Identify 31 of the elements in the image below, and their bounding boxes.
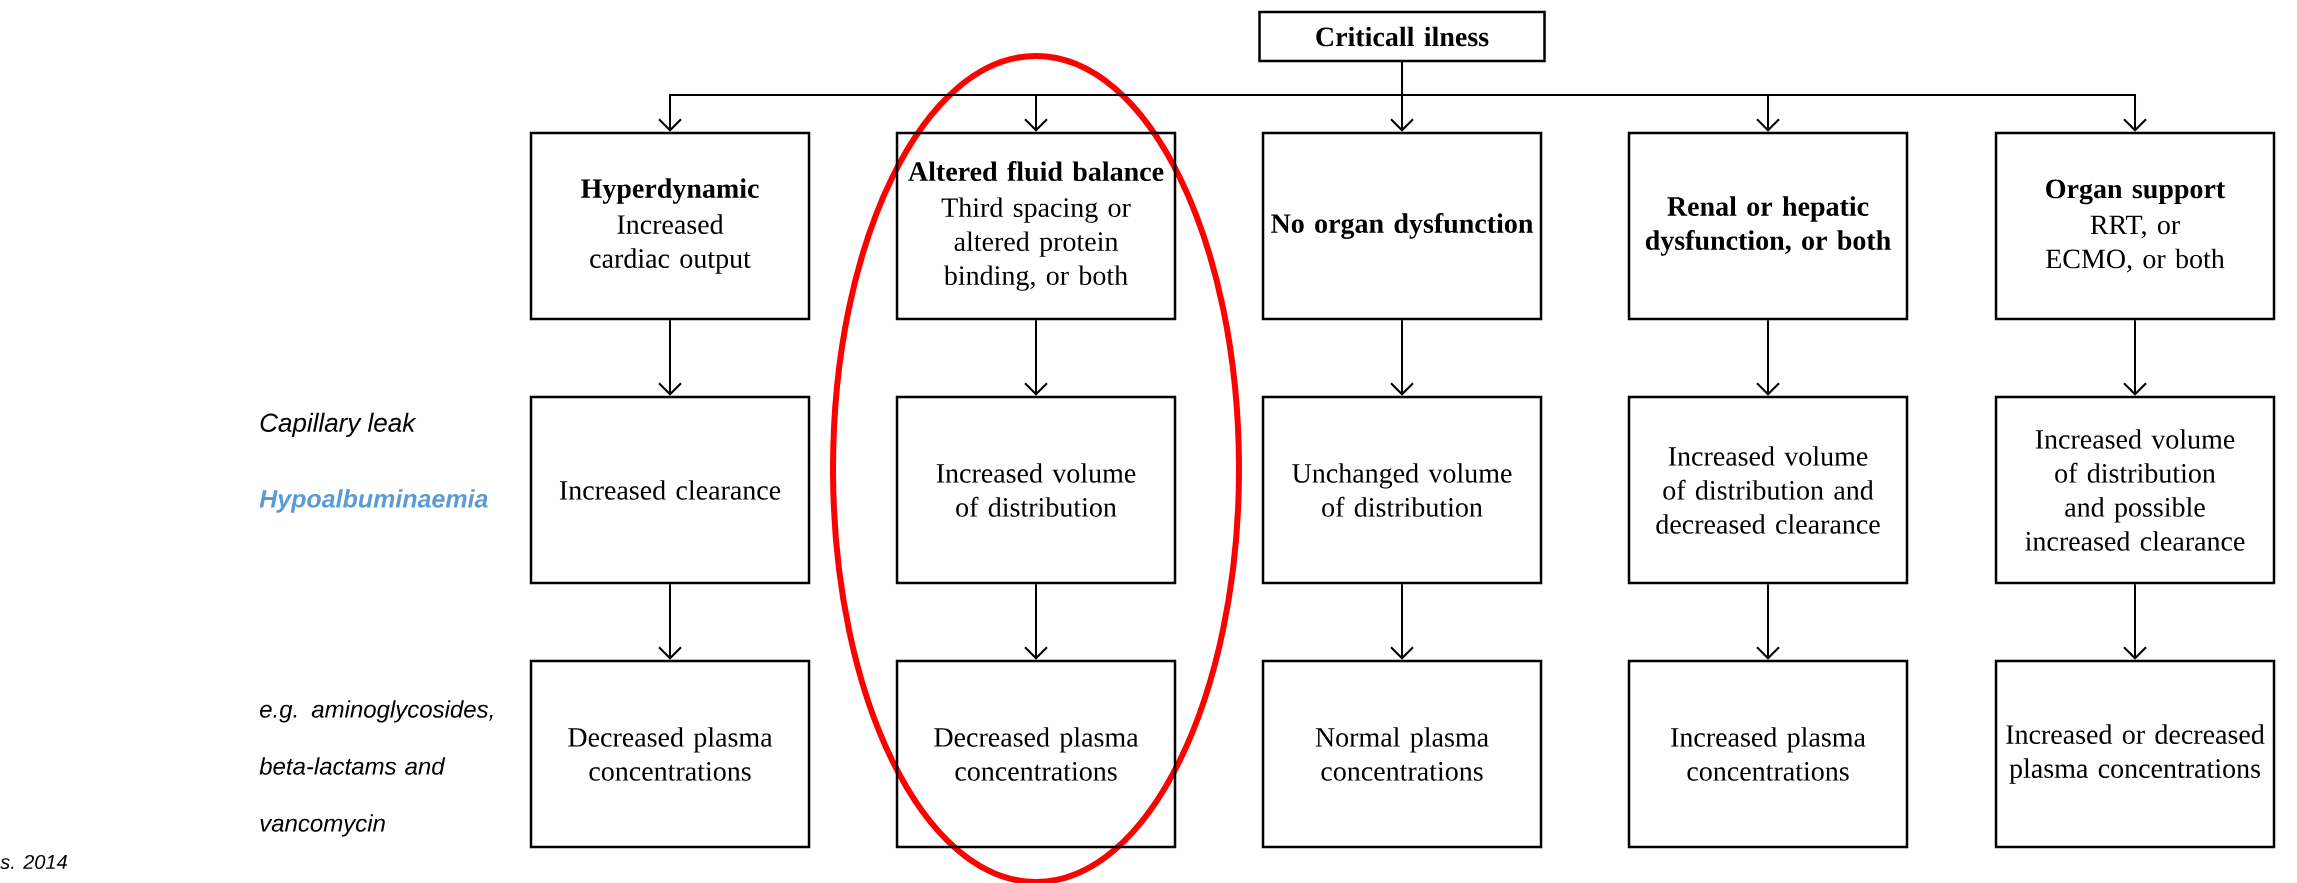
process-box: No organ dysfunction [1261, 131, 1543, 321]
process-box: Increased or decreased plasma concentrations [1994, 659, 2276, 849]
process-box: Decreased plasma concentrations [895, 659, 1177, 849]
arrow [2123, 319, 2147, 396]
arrow [1756, 583, 1780, 660]
process-box: Increased plasma concentrations [1627, 659, 1909, 849]
process-box: Unchanged volume of distribution [1261, 395, 1543, 585]
process-box: Hyperdynamic Increased cardiac output [529, 131, 811, 321]
side-note: Hypoalbuminaemia [259, 489, 488, 513]
citation: s. 2014 [0, 854, 67, 870]
process-box: Altered fluid balance Third spacing or altered protein binding, or both [895, 131, 1177, 321]
side-note: e.g. aminoglycosides, beta-lactams and vancomycin [259, 700, 493, 837]
arrow [1756, 319, 1780, 396]
process-box: Increased volume of distribution [895, 395, 1177, 585]
side-note: Capillary leak [260, 412, 417, 438]
process-box: Organ support RRT, or ECMO, or both [1994, 131, 2276, 321]
arrow [1390, 319, 1414, 396]
process-box: Increased clearance [529, 395, 811, 585]
process-box: Normal plasma concentrations [1261, 659, 1543, 849]
arrow [658, 583, 682, 660]
title-box: Criticall ilness [1258, 10, 1546, 63]
arrow [1024, 583, 1048, 660]
arrow [2123, 583, 2147, 660]
arrow [658, 319, 682, 396]
arrow [1390, 583, 1414, 660]
arrow [1401, 61, 2147, 132]
process-box: Increased volume of distribution and possible increased clearance [1994, 395, 2276, 585]
process-box: Decreased plasma concentrations [529, 659, 811, 849]
process-box: Renal or hepatic dysfunction, or both [1627, 131, 1909, 321]
process-box: Increased volume of distribution and decreased clearance [1627, 395, 1909, 585]
arrow [1024, 319, 1048, 396]
